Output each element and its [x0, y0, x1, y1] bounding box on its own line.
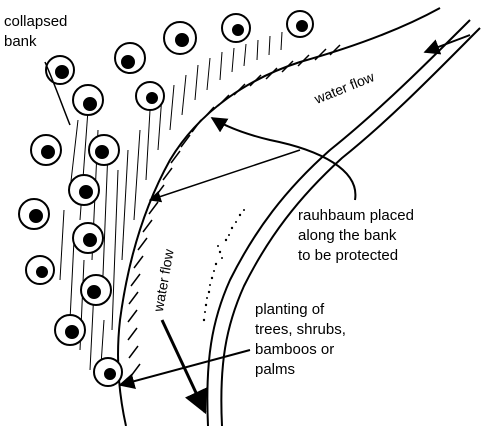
- flow-arrow-bottom: [160, 319, 207, 415]
- opposite-bank-outer: [206, 19, 471, 426]
- planting-line-3: bamboos or: [255, 341, 335, 358]
- collapsed-bank-label: collapsed bank: [4, 12, 67, 52]
- planting-line-2: trees, shrubs,: [255, 321, 346, 338]
- rauhbaum-line-1: rauhbaum placed: [298, 207, 414, 224]
- rauhbaum-leader: [210, 117, 357, 201]
- planting-label: planting of trees, shrubs, bamboos or pa…: [255, 300, 346, 380]
- planting-leader: [118, 349, 251, 389]
- planting-line-1: planting of: [255, 301, 325, 318]
- rauhbaum-line-3: to be protected: [298, 247, 399, 264]
- trees: [18, 10, 314, 387]
- opposite-bank-inner: [220, 27, 481, 426]
- rauhbaum-line-2: along the bank: [298, 227, 397, 244]
- planting-line-4: palms: [255, 361, 296, 378]
- opposite-bank-stipple: [202, 209, 245, 322]
- rauhbaum-label: rauhbaum placed along the bank to be pro…: [298, 206, 414, 266]
- flow-arrow-top-right: [423, 34, 471, 55]
- collapsed-leader: [44, 61, 71, 126]
- rauhbaum-leader-2: [148, 149, 301, 203]
- near-bank-edge: [117, 7, 441, 426]
- collapsed-bank-line-1: collapsed: [4, 13, 68, 30]
- collapsed-bank-line-2: bank: [4, 33, 37, 50]
